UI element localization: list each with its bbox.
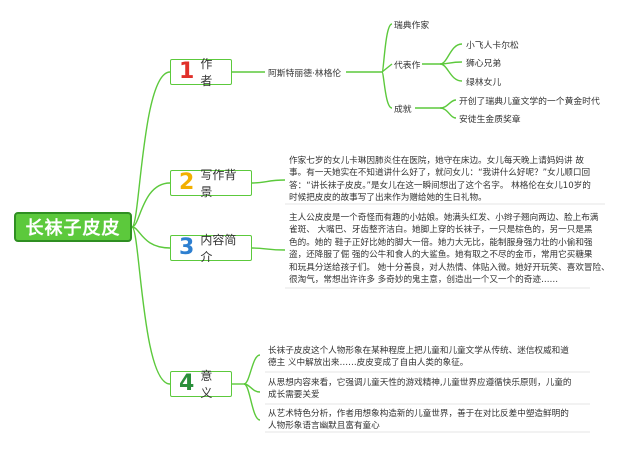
- branch-label: 意义: [200, 369, 213, 400]
- works-label[interactable]: 代表作: [394, 61, 421, 71]
- connector-significance-3: [243, 383, 261, 421]
- branch-summary[interactable]: 3 内容简介: [170, 233, 252, 264]
- connector-work-3: [439, 63, 463, 82]
- connector-root-significance: [131, 226, 171, 385]
- achievement-item[interactable]: 安徒生金质奖章: [459, 115, 521, 125]
- branch-label: 内容简介: [200, 233, 237, 264]
- significance-item: 从思想内容来看，它强调儿童天性的游戏精神,儿童世界应遵循快乐原则，儿童的 成长需…: [268, 378, 572, 401]
- root-topic[interactable]: 长袜子皮皮: [14, 212, 132, 242]
- branch-number: 1: [179, 59, 195, 84]
- branch-label: 作者: [200, 57, 213, 88]
- background-text: 作家七岁的女儿卡琳因肺炎住在医院，她守在床边。女儿每天晚上请妈妈讲 故 事。有一…: [289, 156, 591, 204]
- connector-background-text: [251, 179, 286, 184]
- branch-background[interactable]: 2 写作背景: [170, 168, 252, 199]
- connector-root-background: [131, 182, 171, 228]
- connector-works: [381, 63, 393, 73]
- connector-achievement-2: [439, 107, 457, 119]
- author-nationality[interactable]: 瑞典作家: [394, 21, 430, 31]
- author-name[interactable]: 阿斯特丽德·林格伦: [268, 69, 342, 79]
- connector-root-author: [131, 71, 171, 228]
- connector-significance-1: [243, 354, 261, 385]
- branch-significance[interactable]: 4 意义: [170, 369, 232, 400]
- significance-item: 从艺术特色分析，作者用想象构造新的儿童世界，善于在对比反差中塑造鲜明的 人物形象…: [268, 409, 569, 432]
- branch-number: 4: [179, 371, 195, 396]
- summary-text: 主人公皮皮是一个奇怪而有趣的小姑娘。她满头红发、小辫子翘向两边、脸上布满 雀斑、…: [289, 213, 610, 286]
- branch-number: 3: [179, 235, 195, 260]
- achievement-item[interactable]: 开创了瑞典儿童文学的一个黄金时代: [459, 97, 600, 107]
- connector-work-1: [439, 43, 463, 65]
- connector-achievement-1: [439, 99, 457, 109]
- work-item[interactable]: 狮心兄弟: [466, 59, 502, 69]
- connector-nationality: [381, 23, 393, 73]
- work-item[interactable]: 小飞人卡尔松: [466, 41, 519, 51]
- branch-author[interactable]: 1 作者: [170, 57, 232, 88]
- significance-item: 长袜子皮皮这个人物形象在某种程度上把儿童和儿童文学从传统、迷信权威和道 德主 义…: [268, 346, 569, 369]
- branch-number: 2: [179, 170, 195, 195]
- connector-root-summary: [131, 226, 171, 249]
- achievements-label[interactable]: 成就: [394, 105, 412, 115]
- connector-achievements: [381, 71, 393, 109]
- connector-summary-text: [251, 247, 286, 251]
- branch-label: 写作背景: [200, 168, 237, 199]
- work-item[interactable]: 绿林女儿: [466, 78, 502, 88]
